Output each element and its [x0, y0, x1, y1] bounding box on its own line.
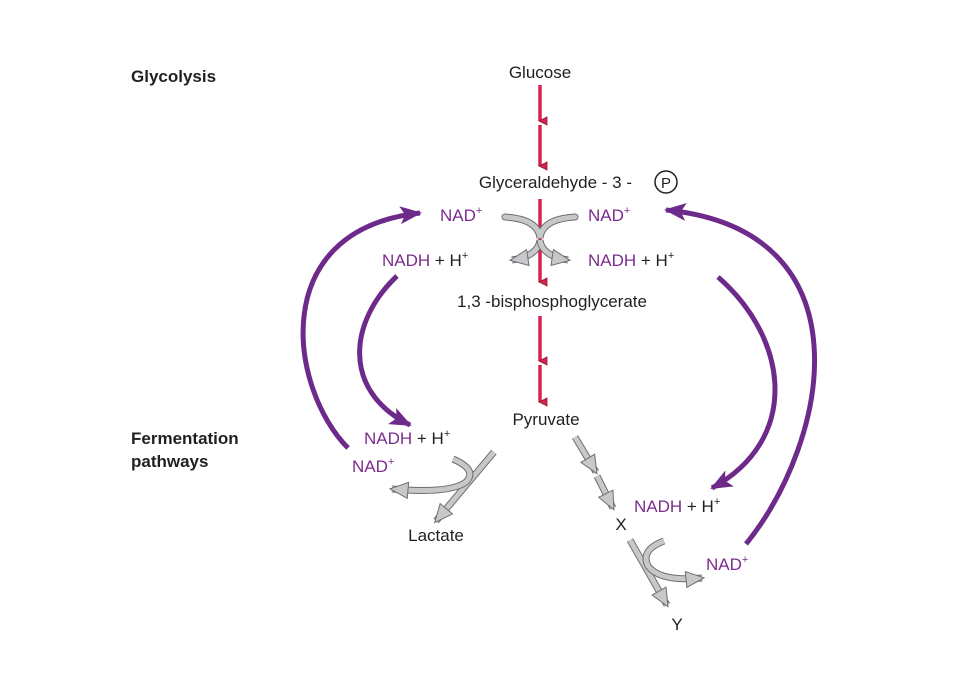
- nadh-left-top: NADH + H+: [382, 250, 468, 270]
- arc-nadh-to-x: [710, 275, 778, 491]
- pyruvate-to-lactate: [388, 449, 497, 524]
- lactate-label: Lactate: [408, 526, 464, 545]
- x-cofactor-arrow: [643, 538, 706, 589]
- phosphate-symbol: P: [654, 170, 678, 194]
- arc-nad-return-right: [664, 203, 818, 546]
- lactate-cofactor-arrow: [388, 456, 473, 500]
- x-step2-arrow: [594, 474, 616, 511]
- glycolysis-heading: Glycolysis: [131, 67, 216, 86]
- g3p-label: Glyceraldehyde - 3 -: [479, 173, 632, 192]
- exchange-right-arrow: [537, 239, 572, 267]
- nad-recycling-arrows: [300, 203, 818, 546]
- arc-nad-return-left: [300, 206, 422, 450]
- nadh-x: NADH + H+: [634, 496, 720, 516]
- pyruvate-to-x-to-y: [571, 435, 706, 608]
- fermentation-heading-line2: pathways: [131, 452, 208, 471]
- nadh-lactate: NADH + H+: [364, 428, 450, 448]
- y-main-arrow: [627, 538, 670, 608]
- exchange-top-fill: [502, 214, 578, 239]
- x-label: X: [615, 515, 626, 534]
- phosphate-letter: P: [661, 175, 671, 192]
- nad-right-top: NAD+: [588, 205, 630, 225]
- pyruvate-label: Pyruvate: [512, 410, 579, 429]
- nadh-right-top: NADH + H+: [588, 250, 674, 270]
- y-label: Y: [671, 615, 682, 634]
- glycolysis-cofactor-exchange: [501, 213, 579, 267]
- fermentation-heading-line1: Fermentation: [131, 429, 239, 448]
- arc-nadh-to-lactate: [357, 274, 412, 428]
- x-step1-arrow: [572, 435, 599, 475]
- nad-left-top: NAD+: [440, 205, 482, 225]
- nad-x: NAD+: [706, 554, 748, 574]
- nad-lactate: NAD+: [352, 456, 394, 476]
- phosphate-circle: [654, 170, 678, 194]
- glucose-label: Glucose: [509, 63, 571, 82]
- bpg-label: 1,3 -bisphosphoglycerate: [457, 292, 647, 311]
